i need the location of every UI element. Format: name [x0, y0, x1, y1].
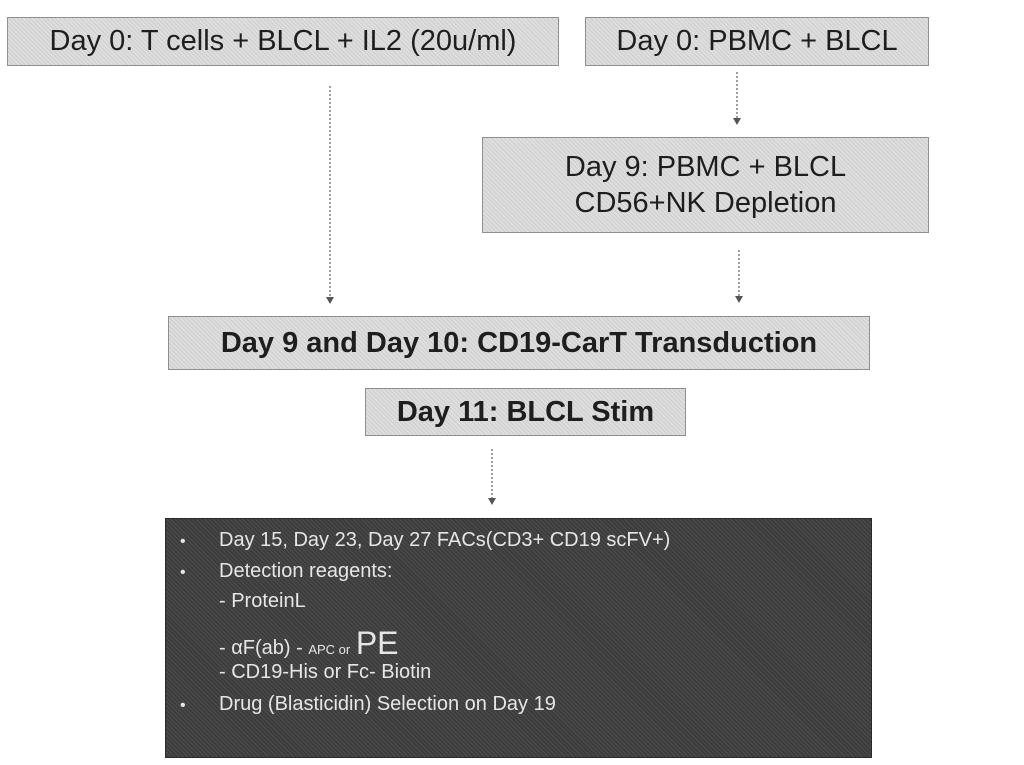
reagent-fab-pe: PE: [355, 625, 399, 661]
arrowhead-c-to-d: [735, 296, 743, 303]
bullet-3: •: [180, 697, 186, 714]
bullet-1: •: [180, 533, 186, 550]
day0-tcells-label: Day 0: T cells + BLCL + IL2 (20u/ml): [49, 25, 517, 57]
blcl-stim-box: Day 11: BLCL Stim: [365, 388, 686, 436]
bullet-2: •: [180, 564, 186, 581]
transduction-box: Day 9 and Day 10: CD19-CarT Transduction: [168, 316, 870, 370]
reagent-cd19: - CD19-His or Fc- Biotin: [219, 661, 432, 683]
blcl-stim-label: Day 11: BLCL Stim: [396, 395, 655, 428]
facs-schedule-item: Day 15, Day 23, Day 27 FACs(CD3+ CD19 sc…: [219, 529, 671, 551]
day0-pbmc-label: Day 0: PBMC + BLCL: [616, 25, 898, 57]
detection-reagents-item: Detection reagents:: [219, 560, 393, 582]
reagent-fab-apc: APC or: [308, 642, 351, 657]
arrowhead-b-to-c: [733, 118, 741, 125]
day9-depletion-box: Day 9: PBMC + BLCL CD56+NK Depletion: [482, 137, 929, 233]
arrowhead-a-to-d: [326, 297, 334, 304]
day0-pbmc-box: Day 0: PBMC + BLCL: [585, 17, 929, 66]
day0-tcells-box: Day 0: T cells + BLCL + IL2 (20u/ml): [7, 17, 559, 66]
drug-selection-item: Drug (Blasticidin) Selection on Day 19: [219, 693, 556, 715]
reagent-fab-prefix: - αF(ab) -: [219, 637, 303, 659]
day9-depletion-line1: Day 9: PBMC + BLCL: [564, 151, 847, 183]
analysis-details-box: • Day 15, Day 23, Day 27 FACs(CD3+ CD19 …: [165, 518, 872, 758]
reagent-proteinl: - ProteinL: [219, 590, 306, 612]
arrowhead-e-to-f: [488, 498, 496, 505]
reagent-fab: - αF(ab) - APC or PE: [219, 625, 399, 662]
transduction-label: Day 9 and Day 10: CD19-CarT Transduction: [220, 326, 818, 359]
day9-depletion-line2: CD56+NK Depletion: [574, 187, 837, 219]
